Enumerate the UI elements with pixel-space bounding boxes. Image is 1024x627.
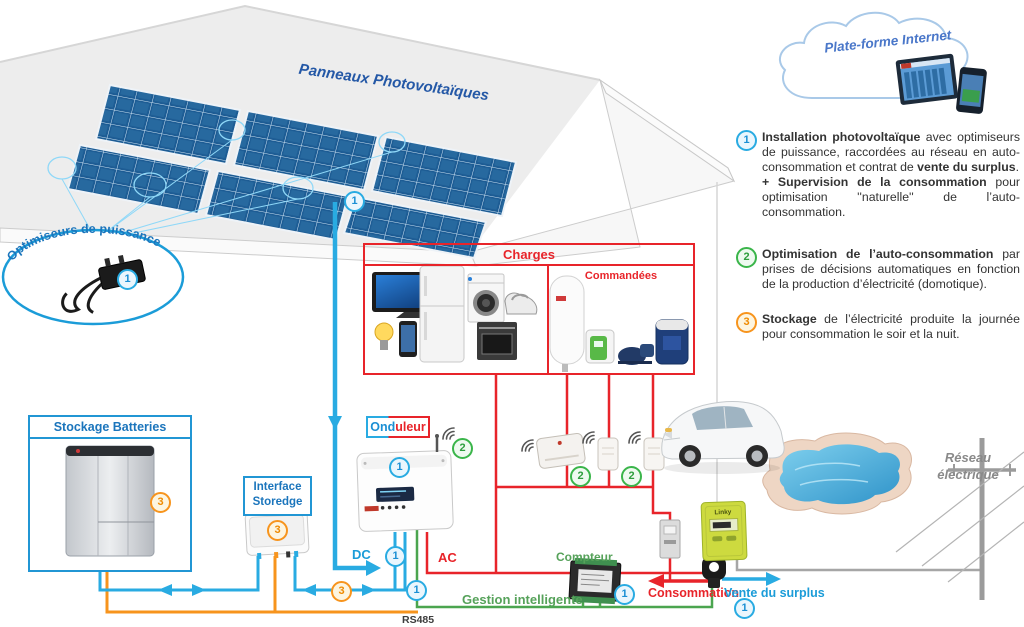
- onduleur-label-box: Onduleur: [366, 416, 430, 438]
- reseau-line1: Réseau: [944, 450, 992, 465]
- rs485-bus: [105, 556, 418, 614]
- note-3-badge: 3: [736, 312, 757, 333]
- note-2-run-1: par prises de décisions automatiques en …: [762, 247, 1020, 291]
- grid-connection: [735, 438, 1024, 600]
- ac-label: AC: [438, 550, 457, 565]
- compteur-label: Compteur: [556, 550, 613, 564]
- note-2-text: Optimisation de l’auto-consommation par …: [762, 247, 1020, 292]
- note-1-badge: 1: [736, 130, 757, 151]
- note-1-bold-3: + Supervision de la consommation: [762, 175, 987, 189]
- wireless-plug-1: [597, 437, 619, 471]
- water-heater-icon: [549, 275, 585, 372]
- charges-title: Charges: [365, 245, 693, 266]
- washer-icon: [467, 273, 505, 323]
- linky-meter: Linky: [700, 500, 748, 562]
- oven-icon: [477, 322, 517, 360]
- linky-label: Linky: [714, 509, 732, 517]
- gestion-label: Gestion intelligente: [462, 592, 583, 607]
- wireless-plug-2: [643, 437, 665, 471]
- charge-station-icon: [585, 329, 615, 364]
- charges-divider: [547, 266, 549, 373]
- charges-box: Charges Commandées: [363, 243, 695, 375]
- badge-1-roof: 1: [344, 191, 365, 212]
- badge-3-link: 3: [331, 581, 352, 602]
- consommation-label: Consommation: [648, 586, 739, 600]
- badge-2-gateway: 2: [570, 466, 591, 487]
- wireless-gateway: [536, 432, 586, 469]
- optimizer-highlights: [47, 119, 406, 240]
- stockage-box: Stockage Batteries: [28, 415, 192, 572]
- fridge-icon: [419, 265, 465, 363]
- note-3-text: Stockage de l’électricité produite la jo…: [762, 312, 1020, 342]
- energy-meter-device: [568, 557, 622, 605]
- interface-line1: Interface: [253, 481, 302, 493]
- optimizer-bubble: Optimiseurs de puissance: [1, 222, 185, 326]
- note-2: 2 Optimisation de l’auto-consommation pa…: [736, 247, 1024, 292]
- note-3-run-1: de l’électricité produite la journée pou…: [762, 312, 1020, 341]
- badge-1-optimizer: 1: [117, 269, 138, 290]
- badge-2-plug: 2: [621, 466, 642, 487]
- pool-pump-icon: [618, 344, 654, 365]
- blue-tank-icon: [655, 319, 689, 365]
- note-1-run-1: avec optimiseurs de puissance, raccordée…: [762, 130, 1020, 174]
- appliances: [372, 265, 689, 372]
- pool: [762, 432, 912, 515]
- utility-pole: [895, 438, 1024, 600]
- note-3: 3 Stockage de l’électricité produite la …: [736, 312, 1024, 342]
- commandees-label: Commandées: [584, 270, 658, 282]
- inverter-unit: [356, 427, 455, 532]
- stockage-title: Stockage Batteries: [30, 417, 190, 439]
- note-1-bold-1: Installation photovoltaïque: [762, 130, 921, 144]
- phone-icon: [399, 321, 417, 357]
- dc-label: DC: [352, 547, 371, 562]
- solar-panels: [66, 83, 518, 260]
- note-2-bold-1: Optimisation de l’auto-consommation: [762, 247, 994, 261]
- interface-label-box: Interface Storedge: [243, 476, 312, 516]
- interface-line2: Storedge: [252, 495, 303, 508]
- note-1-text: Installation photovoltaïque avec optimis…: [762, 130, 1020, 220]
- note-1-run-3: pour optimisation ''naturelle'' de l’aut…: [762, 175, 1021, 219]
- reseau-label: Réseau électrique: [918, 450, 1018, 484]
- note-1: 1 Installation photovoltaïque avec optim…: [736, 130, 1024, 220]
- badge-3-battery: 3: [150, 492, 171, 513]
- tablet: [895, 53, 959, 105]
- note-3-bold-1: Stockage: [762, 312, 817, 326]
- rs485-label: RS485: [402, 614, 435, 626]
- badge-1-vente: 1: [734, 598, 755, 619]
- onduleur-label-red: uleur: [395, 420, 426, 434]
- vente-arrow: [722, 572, 781, 586]
- badge-2-inverter: 2: [452, 438, 473, 459]
- ct-clamp: [702, 556, 726, 588]
- note-1-bold-2: vente du surplus: [917, 160, 1016, 174]
- reseau-line2: électrique: [937, 466, 999, 482]
- badge-1-compteur: 1: [614, 584, 635, 605]
- bulb-icon: [374, 322, 394, 350]
- badge-3-interface: 3: [267, 520, 288, 541]
- smartphone: [956, 67, 987, 114]
- electric-car: [661, 401, 785, 474]
- vente-label: Vente du surplus: [724, 586, 825, 600]
- battery-unit: [65, 445, 155, 557]
- note-2-badge: 2: [736, 247, 757, 268]
- badge-1-dc: 1: [385, 546, 406, 567]
- ev-charger-module: [659, 519, 681, 559]
- internet-cloud: [778, 11, 987, 114]
- badge-1-inverter: 1: [389, 457, 410, 478]
- pv-dc-line: [328, 202, 381, 576]
- note-1-run-2: .: [1015, 160, 1019, 174]
- badge-1-gestion: 1: [406, 580, 427, 601]
- iron-icon: [504, 292, 538, 315]
- onduleur-label-blue: Ond: [370, 420, 396, 434]
